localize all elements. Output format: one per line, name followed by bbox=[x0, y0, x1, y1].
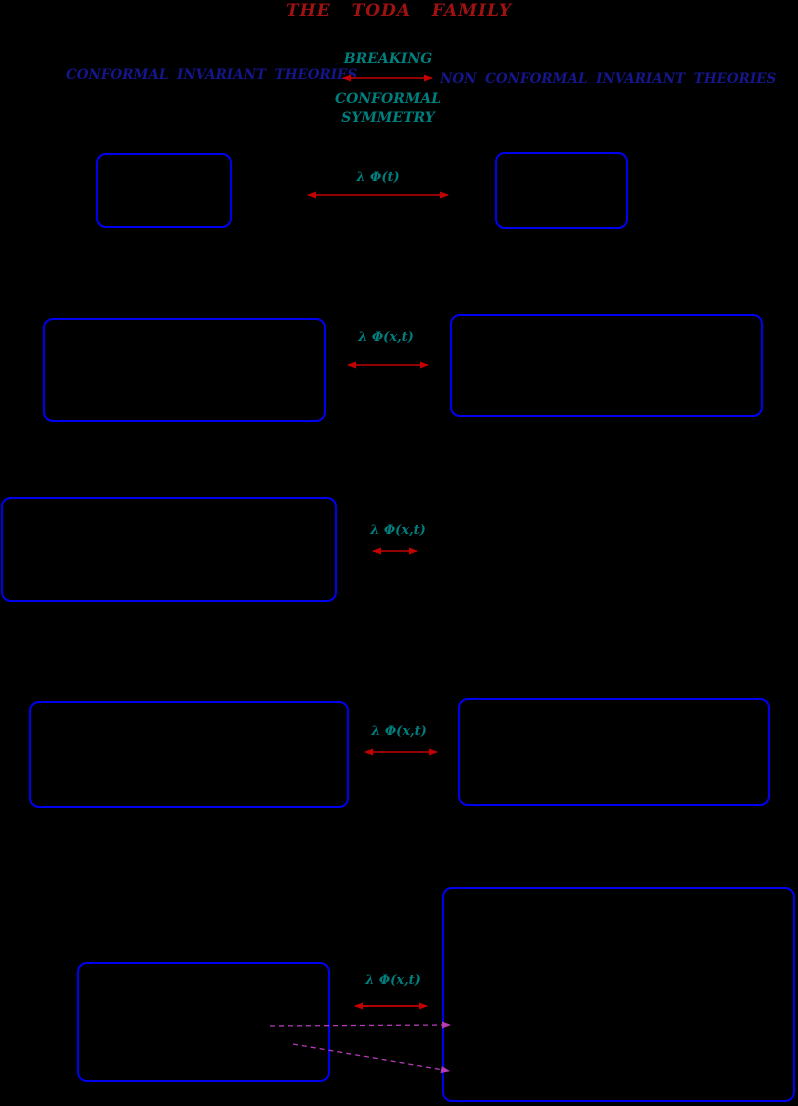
conformal-label: CONFORMAL bbox=[334, 91, 442, 107]
breaking-label: BREAKING bbox=[343, 51, 433, 67]
conformal-theories-label: CONFORMAL INVARIANT THEORIES bbox=[66, 67, 358, 83]
right-theory-box-row-1 bbox=[495, 152, 628, 229]
coupling-label-row-4: λ Φ(x,t) bbox=[371, 724, 427, 739]
right-theory-box-row-2 bbox=[450, 314, 763, 417]
coupling-label-row-2: λ Φ(x,t) bbox=[358, 330, 414, 345]
left-theory-box-row-1 bbox=[96, 153, 232, 228]
left-theory-box-row-5 bbox=[77, 962, 330, 1082]
left-theory-box-row-4 bbox=[29, 701, 349, 808]
coupling-label-row-5: λ Φ(x,t) bbox=[365, 973, 421, 988]
diagram-title: THE TODA FAMILY bbox=[286, 1, 512, 21]
left-theory-box-row-2 bbox=[43, 318, 326, 422]
coupling-label-row-1: λ Φ(t) bbox=[356, 170, 400, 185]
right-theory-box-row-5 bbox=[442, 887, 795, 1102]
left-theory-box-row-3 bbox=[1, 497, 337, 602]
coupling-label-row-3: λ Φ(x,t) bbox=[370, 523, 426, 538]
right-theory-box-row-4 bbox=[458, 698, 770, 806]
symmetry-label: SYMMETRY bbox=[341, 110, 435, 126]
non-conformal-theories-label: NON CONFORMAL INVARIANT THEORIES bbox=[440, 71, 777, 87]
